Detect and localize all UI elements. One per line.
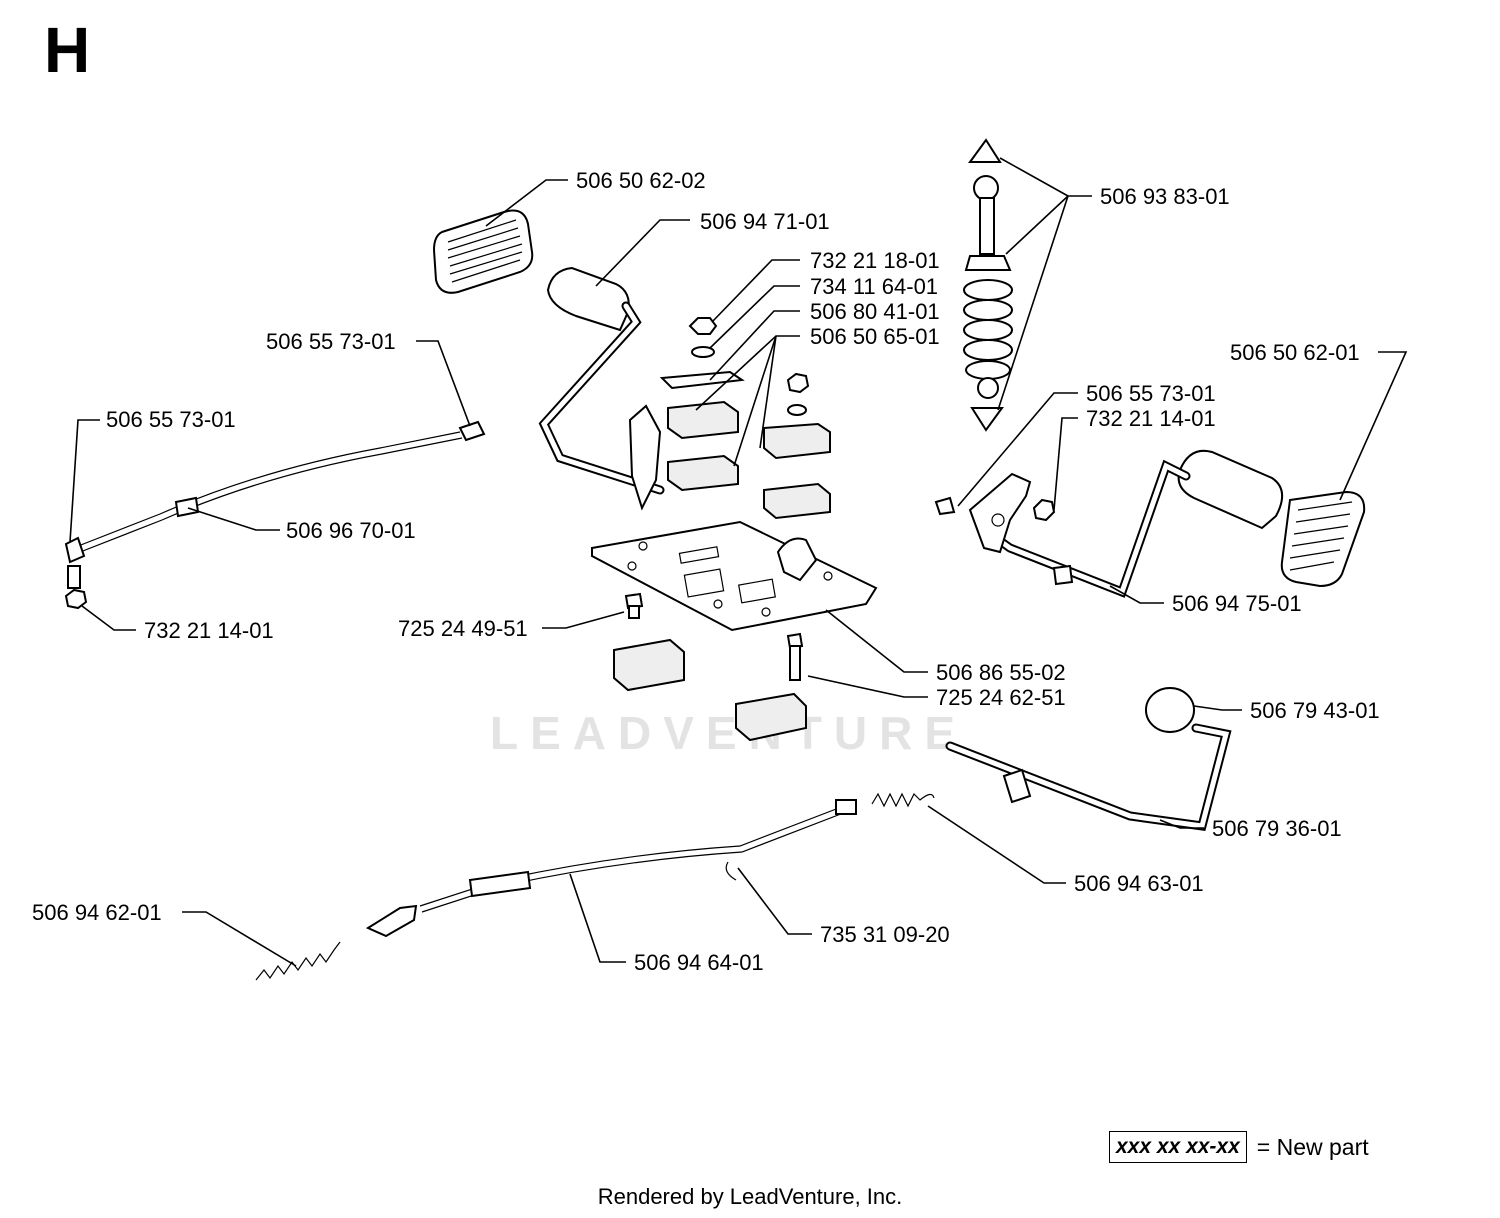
lever-plate	[934, 472, 1032, 554]
pedal-arm-left	[538, 266, 665, 495]
bolt-long	[786, 632, 804, 681]
label-506-86-55-02: 506 86 55-02	[936, 660, 1066, 685]
label-506-94-62-01: 506 94 62-01	[32, 900, 162, 925]
leader-lines	[69, 157, 1408, 967]
pedal-arm-right	[991, 449, 1283, 598]
watermark: LEADVENTURE	[490, 707, 968, 759]
label-725-24-49-51: 725 24 49-51	[398, 616, 528, 641]
label-732-21-14-01-right: 732 21 14-01	[1086, 406, 1216, 431]
rubber-blocks-upper	[667, 372, 831, 520]
label-734-11-64-01: 734 11 64-01	[810, 274, 938, 299]
label-506-94-71-01: 506 94 71-01	[700, 209, 830, 234]
label-506-93-83-01: 506 93 83-01	[1100, 184, 1230, 209]
label-725-24-62-51: 725 24 62-51	[936, 685, 1066, 710]
label-506-50-65-01: 506 50 65-01	[810, 324, 940, 349]
label-506-79-43-01: 506 79 43-01	[1250, 698, 1380, 723]
legend-meaning: = New part	[1256, 1133, 1369, 1160]
cable-left	[64, 420, 486, 610]
spring-damper	[963, 138, 1013, 432]
spring-upper-right	[871, 792, 935, 808]
base-plate	[591, 520, 878, 632]
nut-right	[1032, 498, 1056, 522]
label-506-55-73-01-left: 506 55 73-01	[106, 407, 236, 432]
label-732-21-18-01: 732 21 18-01	[810, 248, 940, 273]
label-506-80-41-01: 506 80 41-01	[810, 299, 940, 324]
nut-stack-center	[659, 317, 745, 390]
bolt-left	[624, 592, 644, 619]
label-506-94-64-01: 506 94 64-01	[634, 950, 764, 975]
label-735-31-09-20: 735 31 09-20	[820, 922, 950, 947]
footer-credit: Rendered by LeadVenture, Inc.	[597, 1184, 903, 1209]
pedal-pad-right	[1280, 490, 1366, 588]
label-506-96-70-01: 506 96 70-01	[286, 518, 416, 543]
rubber-blocks-lower	[613, 638, 807, 742]
label-732-21-14-01-left: 732 21 14-01	[144, 618, 274, 643]
label-506-79-36-01: 506 79 36-01	[1212, 816, 1342, 841]
label-506-94-75-01: 506 94 75-01	[1172, 591, 1302, 616]
label-506-94-63-01: 506 94 63-01	[1074, 871, 1204, 896]
label-506-50-62-01: 506 50 62-01	[1230, 340, 1360, 365]
label-506-50-62-02: 506 50 62-02	[576, 168, 706, 193]
section-letter: H	[44, 14, 91, 86]
spring-lower-left	[255, 941, 341, 981]
lever-knob-rod	[945, 687, 1232, 832]
legend: xxx xx xx-xx = New part	[1109, 1129, 1369, 1165]
label-506-55-73-01-right: 506 55 73-01	[1086, 381, 1216, 406]
arm-bracket	[628, 404, 662, 511]
label-506-55-73-01-top: 506 55 73-01	[266, 329, 396, 354]
cable-bottom	[365, 799, 857, 938]
legend-example-number: xxx xx xx-xx	[1109, 1131, 1247, 1163]
pedal-pad-left	[432, 209, 534, 294]
